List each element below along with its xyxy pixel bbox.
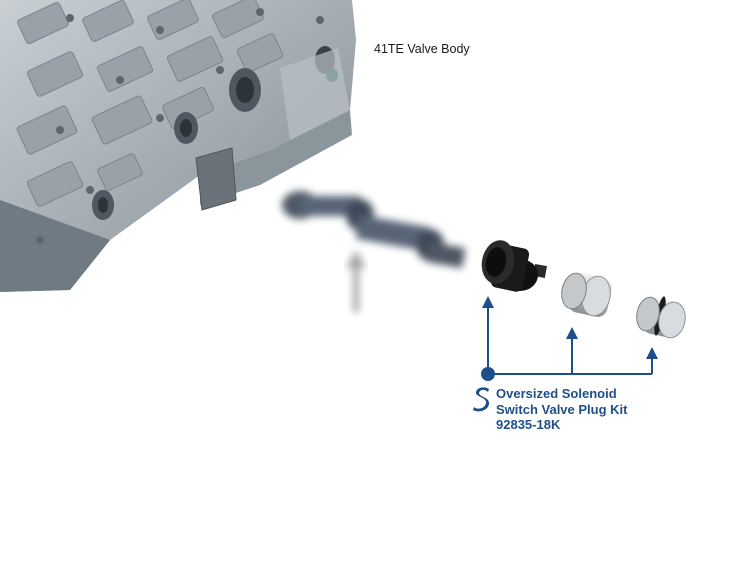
sonnax-s-logo-icon	[473, 387, 490, 412]
valve-body-casting	[0, 0, 356, 292]
blurred-valve-train	[282, 191, 466, 268]
kit-text: Oversized Solenoid Switch Valve Plug Kit…	[496, 386, 627, 433]
kit-callout: Oversized Solenoid Switch Valve Plug Kit…	[472, 386, 627, 433]
kit-part-number: 92835-18K	[496, 417, 561, 432]
silver-plug	[561, 272, 612, 317]
kit-name-line-2: Switch Valve Plug Kit	[496, 401, 628, 417]
solenoid-plug-black	[481, 240, 547, 292]
silver-plug-with-o-ring	[636, 296, 686, 339]
callout-leaders	[481, 296, 658, 381]
kit-name-line-1: Oversized Solenoid	[496, 386, 617, 401]
blurred-arrow	[346, 250, 366, 312]
valve-body-label: 41TE Valve Body	[374, 42, 470, 56]
